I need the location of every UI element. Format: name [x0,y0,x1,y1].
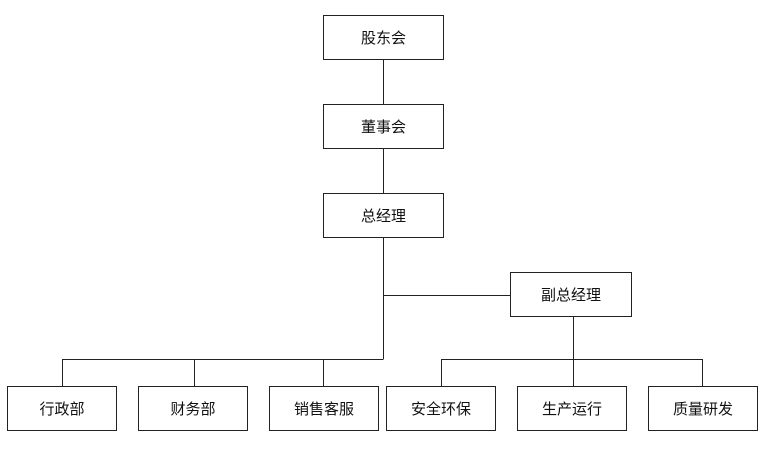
node-dept-quality: 质量研发 [648,386,758,431]
node-dept-sales-label: 销售客服 [293,400,354,418]
node-general-manager-label: 总经理 [360,207,406,225]
node-general-manager: 总经理 [323,193,444,238]
node-dept-safety: 安全环保 [386,386,496,431]
node-dept-admin-label: 行政部 [39,400,85,418]
node-dept-quality-label: 质量研发 [672,400,733,418]
node-dept-safety-label: 安全环保 [410,400,471,418]
node-dept-admin: 行政部 [7,386,117,431]
node-shareholders-label: 股东会 [360,29,406,47]
node-dept-finance: 财务部 [138,386,248,431]
node-deputy-general-manager-label: 副总经理 [540,286,601,304]
node-dept-production: 生产运行 [517,386,627,431]
node-dept-production-label: 生产运行 [541,400,602,418]
node-deputy-general-manager: 副总经理 [510,272,632,317]
node-board: 董事会 [323,104,444,149]
node-shareholders: 股东会 [323,15,444,60]
node-board-label: 董事会 [360,118,406,136]
node-dept-sales: 销售客服 [269,386,379,431]
node-dept-finance-label: 财务部 [170,400,216,418]
